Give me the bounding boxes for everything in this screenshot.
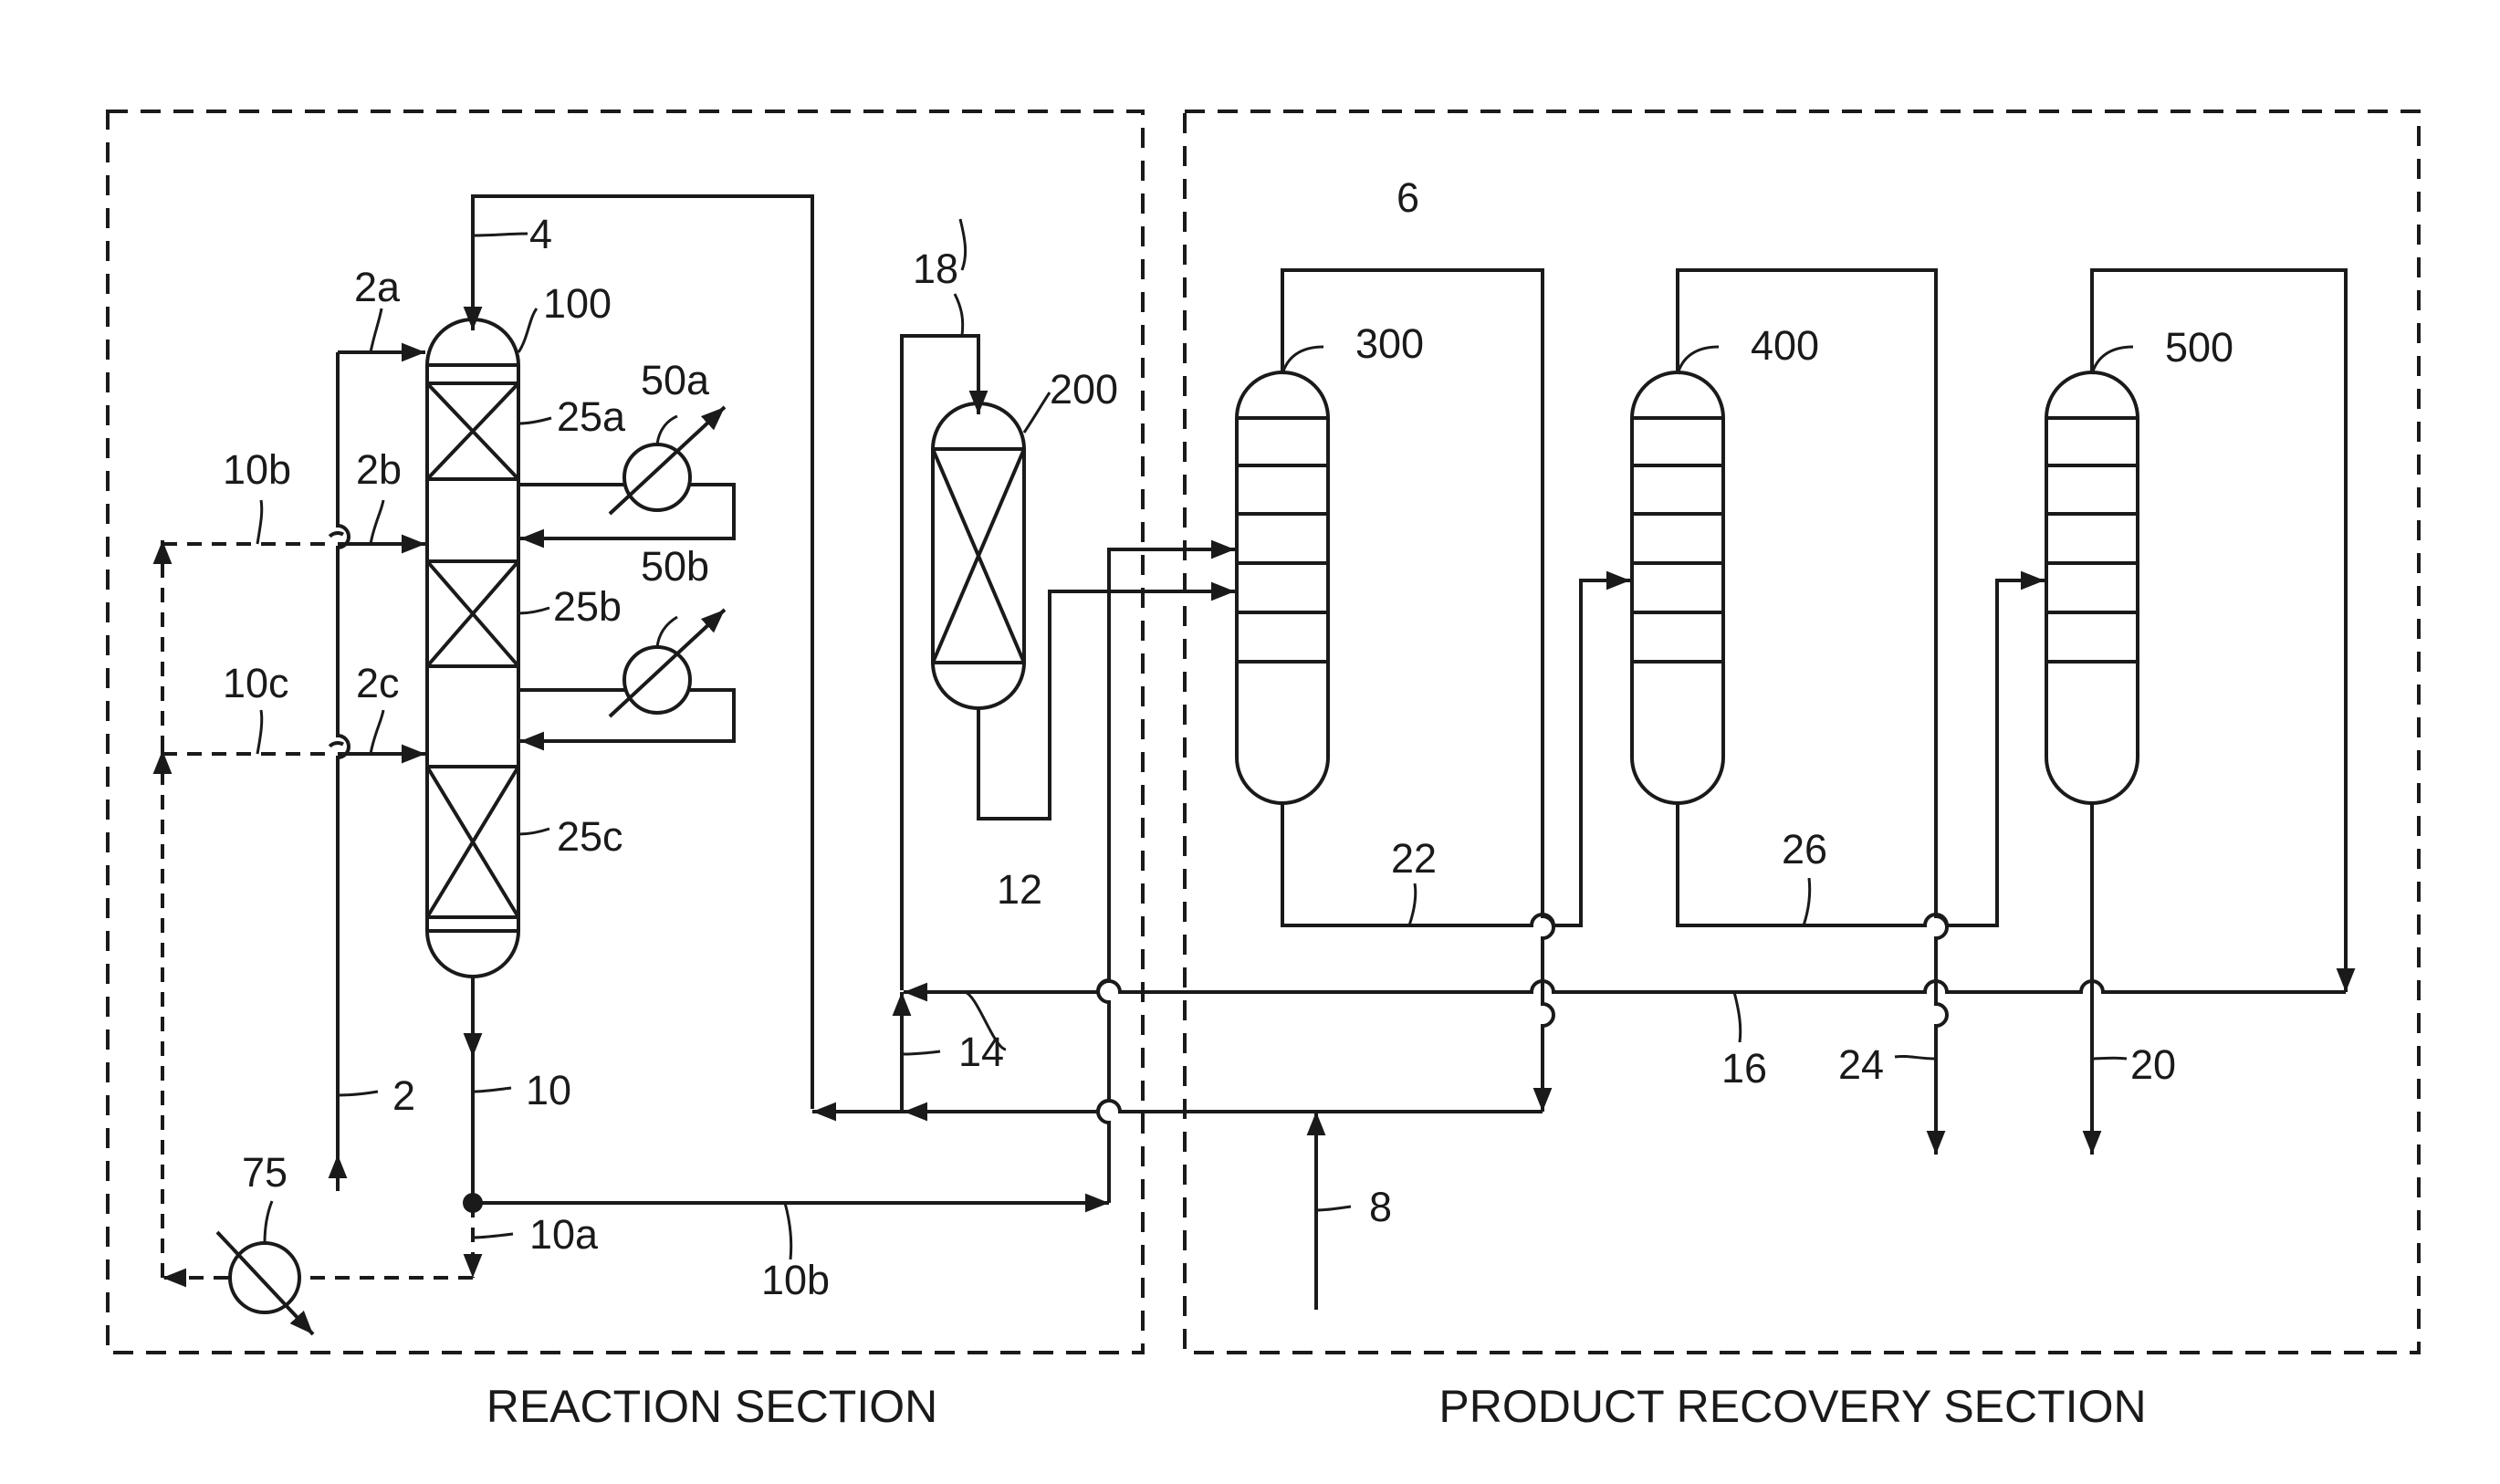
stream-16 xyxy=(904,981,2346,992)
label-10a: 10a xyxy=(529,1211,599,1258)
label-50a: 50a xyxy=(641,357,710,403)
product-recovery-section-label: PRODUCT RECOVERY SECTION xyxy=(1438,1381,2146,1432)
intercooler-loop-50b xyxy=(518,690,734,741)
label-10c: 10c xyxy=(223,660,289,706)
label-25c: 25c xyxy=(557,813,623,860)
label-2b: 2b xyxy=(356,446,402,493)
reactor-200 xyxy=(933,403,1024,708)
label-2c: 2c xyxy=(356,660,400,706)
label-12: 12 xyxy=(997,866,1042,913)
reactor-100 xyxy=(427,319,518,977)
label-500: 500 xyxy=(2165,324,2233,371)
label-400: 400 xyxy=(1751,322,1819,369)
product-recovery-section-boundary xyxy=(1185,111,2419,1353)
label-300: 300 xyxy=(1355,320,1424,367)
label-14: 14 xyxy=(958,1029,1004,1075)
label-8: 8 xyxy=(1369,1184,1392,1230)
label-18: 18 xyxy=(913,246,958,292)
label-24: 24 xyxy=(1838,1041,1884,1088)
reaction-section-label: REACTION SECTION xyxy=(486,1381,937,1432)
bottom-header xyxy=(904,1101,1543,1112)
label-75: 75 xyxy=(242,1149,288,1196)
stream-10c-dashed xyxy=(162,743,425,754)
label-6: 6 xyxy=(1396,174,1419,221)
stream-26 xyxy=(1678,580,2045,925)
label-22: 22 xyxy=(1391,835,1437,882)
label-100: 100 xyxy=(543,280,612,327)
distillation-column-300 xyxy=(1237,372,1328,803)
stream-22 xyxy=(1282,580,1630,925)
label-4: 4 xyxy=(529,211,552,257)
label-25b: 25b xyxy=(553,583,622,630)
heat-exchanger-75 xyxy=(217,1232,313,1334)
label-2a: 2a xyxy=(354,264,401,310)
label-25a: 25a xyxy=(557,393,626,440)
stream-10b-dashed xyxy=(162,533,425,544)
label-16: 16 xyxy=(1721,1045,1767,1092)
label-10: 10 xyxy=(526,1067,571,1113)
label-10b-bottom: 10b xyxy=(761,1257,830,1303)
label-2: 2 xyxy=(392,1072,415,1119)
label-50b: 50b xyxy=(641,543,709,590)
distillation-column-400 xyxy=(1632,372,1723,803)
label-20: 20 xyxy=(2130,1041,2176,1088)
label-26: 26 xyxy=(1782,826,1827,873)
label-200: 200 xyxy=(1050,366,1118,413)
label-10b-top: 10b xyxy=(223,446,291,493)
distillation-column-500 xyxy=(2046,372,2138,803)
